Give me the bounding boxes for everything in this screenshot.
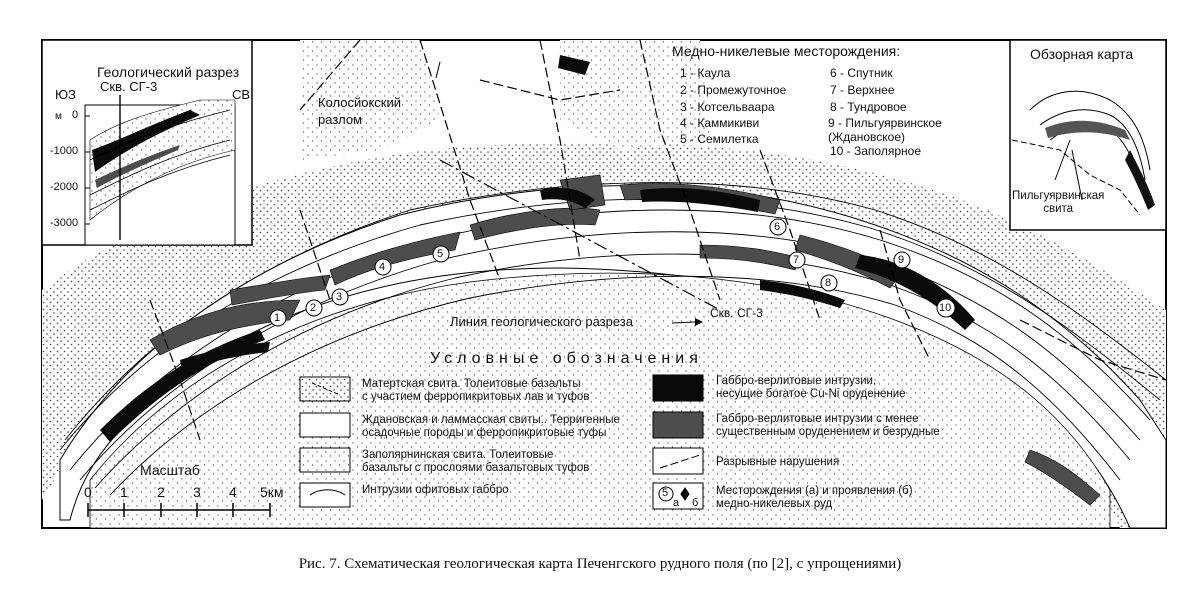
deposit-item-7: 7 - Верхнее [830,83,895,97]
scale-tick-1: 1 [120,484,128,500]
legend-deposit-b: б [692,497,699,509]
deposit-number-4: 4 [379,261,386,273]
upper-stipple-right [560,40,710,150]
legend-item-deposits: Месторождения (а) и проявления (б) медно… [716,485,913,510]
section-depth-0: 0 [72,109,79,121]
section-well-label: Скв. СГ-3 [100,79,158,94]
scale-title: Масштаб [140,462,200,478]
scale-bar [87,503,271,517]
figure-caption: Рис. 7. Схематическая геологическая карт… [298,556,902,572]
section-ne-label: СВ [232,87,251,102]
deposit-number-5: 5 [437,248,444,260]
legend-deposit-a: а [673,497,680,509]
deposit-number-6: 6 [774,221,781,233]
legend-title: Условные обозначения [430,350,703,367]
deposit-item-5: 5 - Семилетка [680,132,759,146]
map-well-label: Скв. СГ-3 [710,306,763,320]
section-depth-unit: м [55,111,62,122]
legend-item-matert: Матертская свита. Толеитовые базальты с … [362,378,590,403]
deposit-item-10: 10 - Заполярное [830,144,921,158]
upper-stipple-left [300,40,440,160]
deposits-title: Медно-никелевые месторождения: [672,43,901,59]
section-line-label: Линия геологического разреза [450,314,633,329]
scale-tick-5: 5км [260,484,284,500]
deposit-number-2: 2 [310,302,317,314]
legend-item-faults: Разрывные нарушения [716,456,840,468]
deposit-circles [269,218,956,327]
overview-suite-label: Пильгуярвинская свита [1012,190,1105,215]
deposit-number-3: 3 [336,291,343,303]
overview-title: Обзорная карта [1030,46,1134,62]
legend-deposit-number: 5 [662,487,669,499]
deposit-item-9: 9 - Пильгуярвинское (Ждановское) [828,116,942,144]
section-line [439,159,721,311]
deposit-item-2: 2 - Промежуточное [680,83,787,97]
section-sw-label: ЮЗ [55,87,76,102]
deposit-item-1: 1 - Каула [680,66,731,80]
scale-tick-4: 4 [229,484,237,500]
legend-item-poor-ore: Габбро-верлитовые интрузии с менее сущес… [716,413,940,438]
scale-tick-3: 3 [193,484,201,500]
deposit-number-9: 9 [898,254,905,266]
section-depth-3000: -3000 [50,217,79,229]
legend-swatches [299,374,704,510]
section-depth-2000: -2000 [50,181,79,193]
legend-item-zhdanov: Ждановская и ламмасская свиты.. Терриген… [362,414,620,439]
fault-label: Колосйокский разлом [318,95,402,127]
legend-item-rich-ore: Габбро-верлитовые интрузии, несущие бога… [716,375,906,400]
deposit-number-8: 8 [825,277,832,289]
scale-tick-0: 0 [84,484,92,500]
legend-item-zapolyar: Заполярнинская свита. Толеитовые базальт… [362,449,590,474]
deposit-item-6: 6 - Спутник [830,66,893,80]
scale-tick-2: 2 [157,484,165,500]
deposit-number-10: 10 [939,302,952,314]
legend-item-ophitic: Интрузии офитовых габбро [362,484,509,496]
deposit-number-7: 7 [793,254,800,266]
deposit-number-1: 1 [274,312,281,324]
section-depth-1000: -1000 [50,145,79,157]
deposit-item-4: 4 - Каммикиви [680,116,760,130]
section-inset [41,39,253,246]
section-title: Геологический разрез [97,64,240,80]
deposit-item-3: 3 - Котсельваара [680,100,775,114]
overview-inset [1009,39,1167,231]
deposit-item-8: 8 - Тундровое [830,100,907,114]
